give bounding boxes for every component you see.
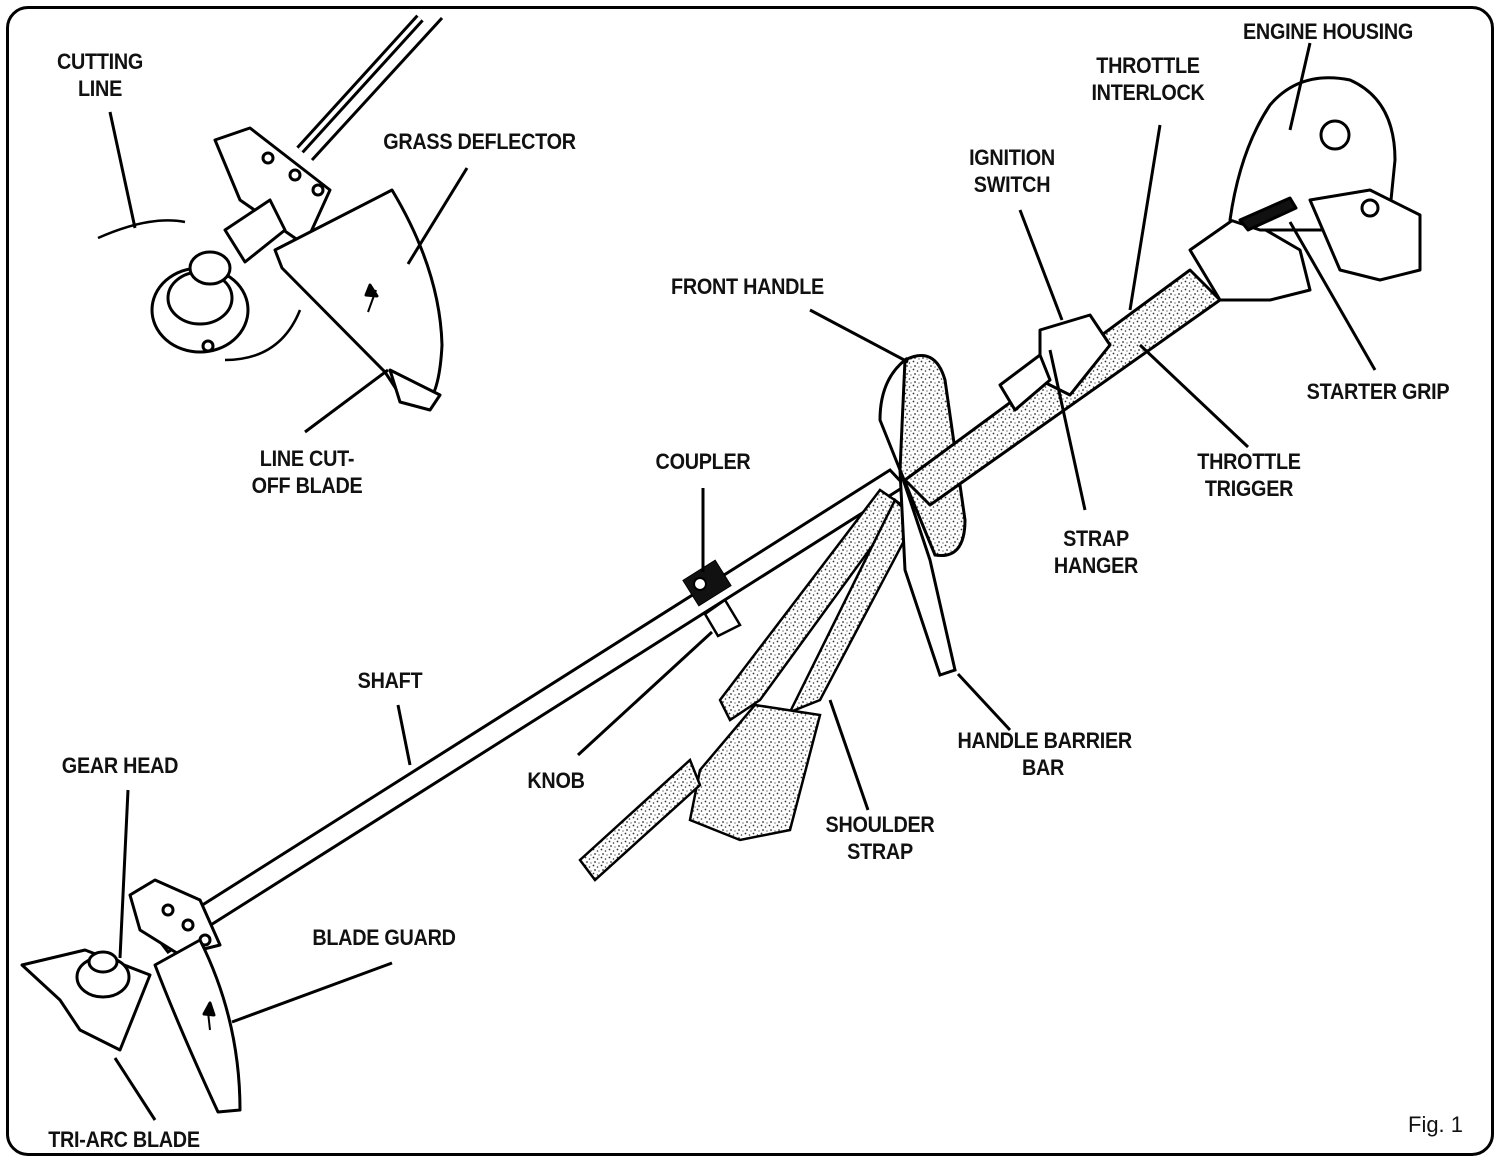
label-engine-housing: ENGINE HOUSING	[1242, 19, 1414, 44]
label-line-cutoff-blade: LINE CUT-OFF BLADE	[251, 446, 363, 498]
label-blade-guard: BLADE GUARD	[312, 925, 456, 950]
label-tri-arc-blade: TRI-ARC BLADE	[48, 1127, 200, 1152]
string-head-inset	[97, 14, 444, 412]
leader-lines	[108, 42, 1377, 1121]
label-shaft: SHAFT	[357, 668, 423, 693]
figure-caption: Fig. 1	[1408, 1112, 1464, 1137]
blade-assembly-art	[20, 878, 242, 1114]
label-knob: KNOB	[527, 768, 585, 793]
engine-art	[903, 76, 1422, 507]
label-starter-grip: STARTER GRIP	[1306, 379, 1450, 404]
shoulder-strap-art	[578, 488, 917, 882]
label-grass-deflector: GRASS DEFLECTOR	[383, 129, 576, 154]
label-coupler: COUPLER	[655, 449, 751, 474]
front-handle-art	[878, 354, 967, 677]
label-gear-head: GEAR HEAD	[61, 753, 179, 778]
label-front-handle: FRONT HANDLE	[671, 274, 824, 299]
